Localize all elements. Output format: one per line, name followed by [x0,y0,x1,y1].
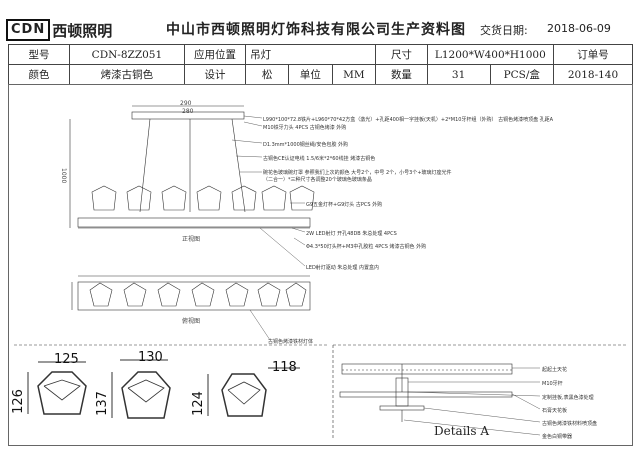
order-label: 订单号 [553,44,633,65]
height-dim-label: 1000 [60,168,67,184]
shade-front-6 [261,185,287,211]
shade-front-7 [289,185,315,211]
top-view-outline [77,281,311,311]
shade-2-height: 137 [94,391,110,416]
annotation-3: D1.3mm*1000钢丝绳/安色包胶 外购 [263,142,349,148]
drawing-frame [8,84,633,446]
ceiling-slab [341,363,513,375]
shade-front-1 [91,185,117,211]
delivery-date-label: 交货日期: [480,24,528,37]
shade-3-height: 124 [190,391,206,416]
design-label: 设计 [183,64,247,85]
shade-front-2 [126,185,152,211]
shade-front-3 [161,185,187,211]
shade-2-width: 130 [138,350,163,365]
shade-detail-1 [37,371,87,415]
top-dim-label: 290 [180,100,192,107]
canopy-plate [131,111,245,120]
wire-right [231,118,246,213]
logo-latin: CDN [6,19,51,41]
detail-note-5: 古铜色烤漆铁材料喷顶盘 [542,421,598,427]
base-note: 古铜色烤漆铁材灯体 [268,339,314,345]
detail-a-caption: Details A [434,424,490,438]
detail-note-2: M10牙杆 [542,381,563,387]
detail-note-1: 起起土天花 [542,367,568,373]
size-label: 尺寸 [375,44,428,65]
wire-left [139,118,151,213]
gypsum-board [339,391,513,398]
model-label: 型号 [8,44,70,65]
shade-1-width: 125 [54,352,79,367]
delivery-date-value: 2018-06-09 [547,22,611,35]
shade-row-top [89,282,307,307]
shade-detail-3 [221,373,267,417]
shade-detail-2 [121,371,171,419]
leader-lines [231,115,306,267]
detail-leaders [403,367,541,436]
shade-front-4 [196,185,222,211]
shade-1-height: 126 [10,389,26,414]
front-view-caption: 正视图 [182,236,201,243]
bar-body [77,217,311,228]
shade-3-width: 118 [272,360,297,375]
annotation-1: L990*100*72.8铁片+L960*70*42方盒（激光）+孔距400相一… [263,117,554,123]
canopy-cup [379,405,425,411]
size-value: L1200*W400*H1000 [426,44,555,65]
top-dim-label-2: 280 [182,108,194,115]
top-view-caption: 俯视图 [182,318,201,325]
position-label: 应用位置 [183,44,247,65]
annotation-2: M10铁牙力头 4PCS 古铜色烤漆 外购 [263,125,347,131]
base-note-leader [249,309,271,341]
company-logo: CDN 西顿照明 [6,19,112,41]
detail-note-6: 金色白铜带器 [542,434,573,440]
logo-chinese: 西顿照明 [52,21,113,40]
annotation-5: 碗花色玻璃碗灯罩 参照我们上次的颜色 大号2个，中号 2个，小号3个+玻璃灯座光… [263,170,452,183]
annotation-6: G9五金灯杯+G9灯头 古PCS 外购 [306,202,383,208]
annotation-9: LED射灯驱动 朱总处理 内置盒内 [306,265,379,271]
annotation-8: Φ4.3*50灯头杯+M3中孔胶粒 4PCS 烤漆古铜色 外购 [306,244,427,250]
model-value: CDN-8ZZ051 [68,44,185,65]
detail-note-3: 定制挂板,表黑色漆处理 [542,395,594,401]
annotation-4: 古铜色CE认证电线 1.5/6米*2*60线挂 烤漆古铜色 [263,156,376,162]
annotation-7: 2W LED射灯 开孔48DB 朱总处理 4PCS [306,231,397,237]
qty-label: 数量 [375,64,428,85]
detail-note-4: 石膏天花板 [542,408,568,414]
shade-front-5 [231,185,257,211]
shade-row-front [91,185,315,211]
document-title: 中山市西顿照明灯饰科技有限公司生产资料图 [166,22,466,38]
